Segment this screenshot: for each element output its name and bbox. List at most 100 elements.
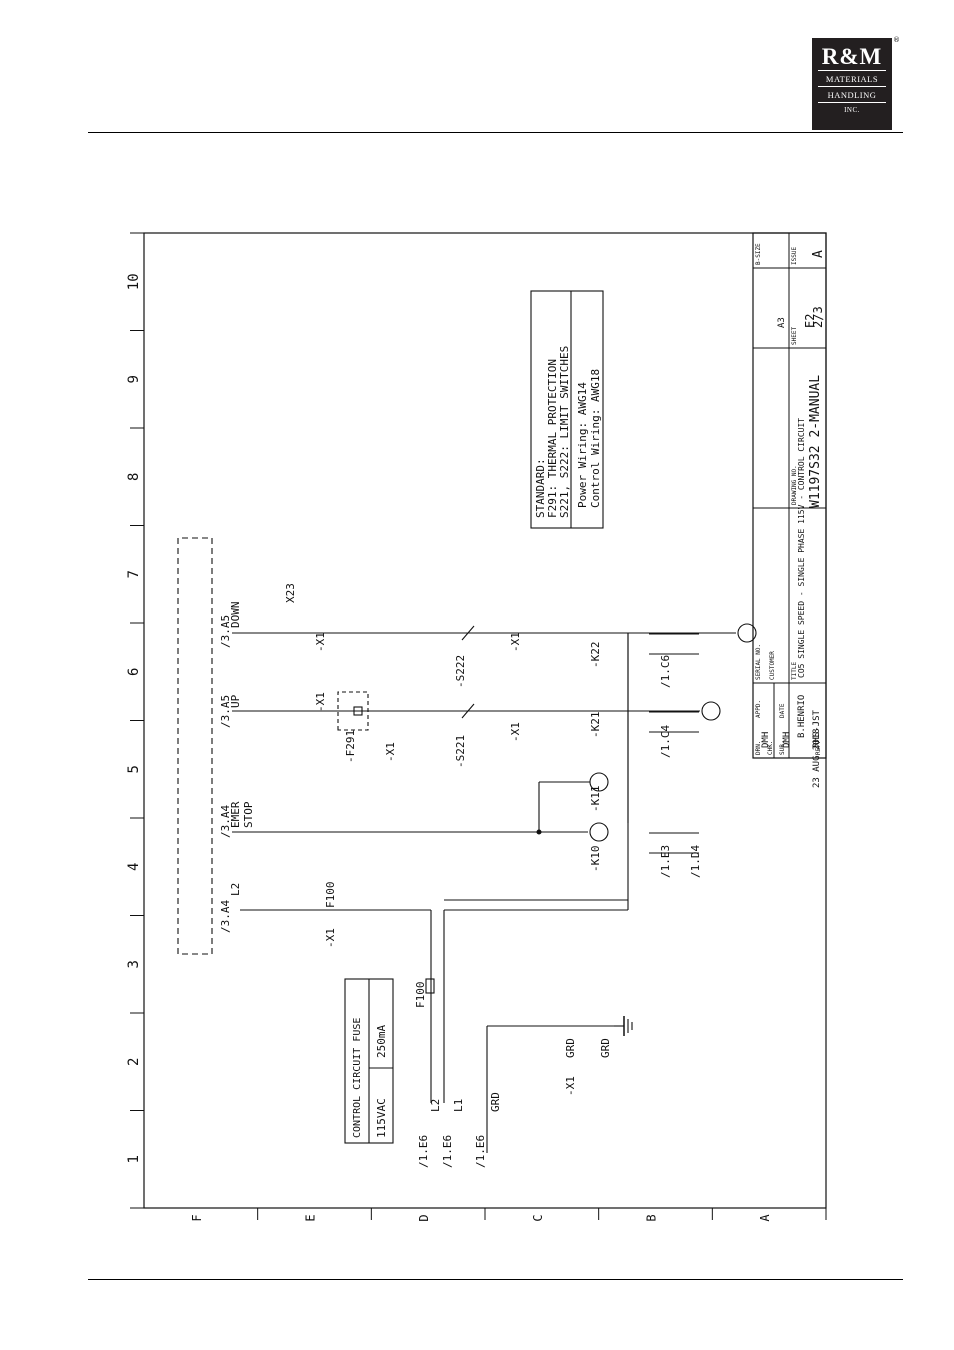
label-x1-grd: -X1 bbox=[564, 1076, 577, 1096]
label-k10: -K10 bbox=[589, 846, 602, 873]
coil-k21 bbox=[701, 701, 721, 721]
label-grd-earth: GRD bbox=[599, 1038, 612, 1058]
note-line1: STANDARD: bbox=[534, 458, 547, 518]
logo-main: R&M bbox=[821, 44, 883, 69]
coil-k11 bbox=[589, 772, 609, 792]
column-label-1: 1 bbox=[126, 1155, 142, 1163]
tb-drn: DMH bbox=[761, 732, 771, 748]
label-x23: X23 bbox=[284, 583, 297, 603]
tb-issue: A bbox=[811, 250, 826, 258]
tb-sheet-code: E2 bbox=[803, 314, 817, 328]
label-grd: GRD bbox=[489, 1092, 502, 1112]
label-k11: -K11 bbox=[589, 786, 602, 813]
footer-rule bbox=[88, 1279, 903, 1280]
fuse-box-voltage: 115VAC bbox=[375, 1098, 388, 1138]
note-line3: S221, S222: LIMIT SWITCHES bbox=[558, 346, 571, 518]
column-label-8: 8 bbox=[126, 473, 142, 481]
contact-block-k21 bbox=[649, 711, 699, 733]
drawing-frame bbox=[143, 232, 827, 1209]
ref-e6c: /1.E6 bbox=[474, 1135, 487, 1168]
label-x1-4: -X1 bbox=[314, 632, 327, 652]
tb-customer-label: CUSTOMER bbox=[769, 651, 776, 680]
tb-chk-label: CHK. bbox=[767, 741, 774, 755]
tb-appd-label: APPD. bbox=[755, 700, 762, 718]
tb-sheet: 2/3 bbox=[811, 306, 825, 328]
label-grd-term: GRD bbox=[564, 1038, 577, 1058]
row-label-D: D bbox=[417, 1214, 431, 1221]
label-x1-5: -X1 bbox=[509, 632, 522, 652]
label-k21: -K21 bbox=[589, 712, 602, 739]
label-s222: -S222 bbox=[454, 655, 467, 688]
label-x1-3: -X1 bbox=[509, 722, 522, 742]
column-label-9: 9 bbox=[126, 375, 142, 383]
note-line2: F291: THERMAL PROTECTION bbox=[546, 359, 559, 518]
rotated-schematic: /3.A4 L2 /3.A4 EMER STOP /3.A5 UP /3.A5 … bbox=[177, 232, 827, 1168]
label-f100-fuse: F100 bbox=[414, 982, 427, 1009]
label-stop: STOP bbox=[242, 801, 255, 828]
company-logo: R&M MATERIALS HANDLING INC. bbox=[812, 38, 892, 130]
row-label-E: E bbox=[304, 1214, 318, 1221]
limit-switch-s221 bbox=[461, 703, 475, 719]
ref-down: /3.A5 bbox=[219, 615, 232, 648]
column-label-10: 10 bbox=[126, 273, 142, 290]
ref-up: /3.A5 bbox=[219, 695, 232, 728]
ref-l2: /3.A4 bbox=[219, 900, 232, 933]
coil-k10 bbox=[589, 822, 609, 842]
row-label-A: A bbox=[758, 1214, 772, 1222]
tb-sub-label: SUB. bbox=[779, 741, 786, 755]
tb-serial-label: SERIAL NO. bbox=[755, 644, 762, 680]
ref-e6a: /1.E6 bbox=[417, 1135, 430, 1168]
thermal-f291-box bbox=[337, 691, 369, 731]
label-emer: EMER bbox=[229, 801, 242, 828]
ref-e6b: /1.E6 bbox=[441, 1135, 454, 1168]
tb-chk: DMH bbox=[782, 732, 792, 748]
tb-title: CO5 SINGLE SPEED - SINGLE PHASE 115V - C… bbox=[797, 418, 806, 678]
tb-title-label: TITLE bbox=[791, 662, 798, 680]
tb-size: A3 bbox=[777, 317, 787, 328]
label-s221: -S221 bbox=[454, 735, 467, 768]
label-f291: -F291 bbox=[344, 730, 357, 763]
limit-switch-s222 bbox=[461, 625, 475, 641]
ref-d4: /1.D4 bbox=[689, 845, 702, 878]
tb-date-label: DATE bbox=[779, 703, 786, 718]
label-x1-1: -X1 bbox=[314, 692, 327, 712]
label-up: UP bbox=[229, 694, 242, 708]
header-rule bbox=[88, 132, 903, 133]
tb-drn-label: DRN. bbox=[755, 741, 762, 755]
tb-sheet-label: SHEET bbox=[791, 327, 798, 345]
tb-ref-label: REF. bbox=[815, 741, 822, 755]
label-x1-f100: -X1 bbox=[324, 928, 337, 948]
ref-c6: /1.C6 bbox=[659, 655, 672, 688]
tb-drawing-no: W1197S32 2-MANUAL bbox=[808, 375, 823, 508]
logo-line2: HANDLING bbox=[818, 86, 886, 102]
note-line5: Control Wiring: AWG18 bbox=[589, 369, 602, 508]
standard-note-box bbox=[530, 290, 604, 529]
pendant-terminal-box bbox=[177, 537, 213, 955]
row-label-B: B bbox=[645, 1214, 659, 1221]
column-label-3: 3 bbox=[126, 960, 142, 968]
label-x1-2: -X1 bbox=[384, 742, 397, 762]
label-k22: -K22 bbox=[589, 642, 602, 669]
ref-emer: /3.A4 bbox=[219, 805, 232, 838]
fuse-box-title: CONTROL CIRCUIT FUSE bbox=[352, 1018, 363, 1138]
column-label-5: 5 bbox=[126, 765, 142, 773]
fuse-f100-symbol bbox=[425, 978, 435, 994]
logo-line3: INC. bbox=[818, 102, 886, 116]
tb-size-label: B-SIZE bbox=[755, 243, 762, 265]
ref-e3: /1.E3 bbox=[659, 845, 672, 878]
coil-k22 bbox=[737, 623, 757, 643]
column-label-6: 6 bbox=[126, 668, 142, 676]
ref-c4: /1.C4 bbox=[659, 725, 672, 758]
tb-drawing-label: DRAWING NO. bbox=[791, 465, 798, 505]
label-l2: L2 bbox=[229, 883, 242, 896]
label-down: DOWN bbox=[229, 602, 242, 629]
tb-sub: RHS-JST bbox=[812, 709, 822, 748]
tb-date: 23 AUG 2018 bbox=[812, 728, 822, 788]
label-f100: F100 bbox=[324, 882, 337, 909]
label-l1: L1 bbox=[452, 1099, 465, 1112]
registered-mark: ® bbox=[893, 36, 900, 44]
contact-block-k10 bbox=[649, 832, 699, 854]
row-label-F: F bbox=[190, 1214, 204, 1221]
